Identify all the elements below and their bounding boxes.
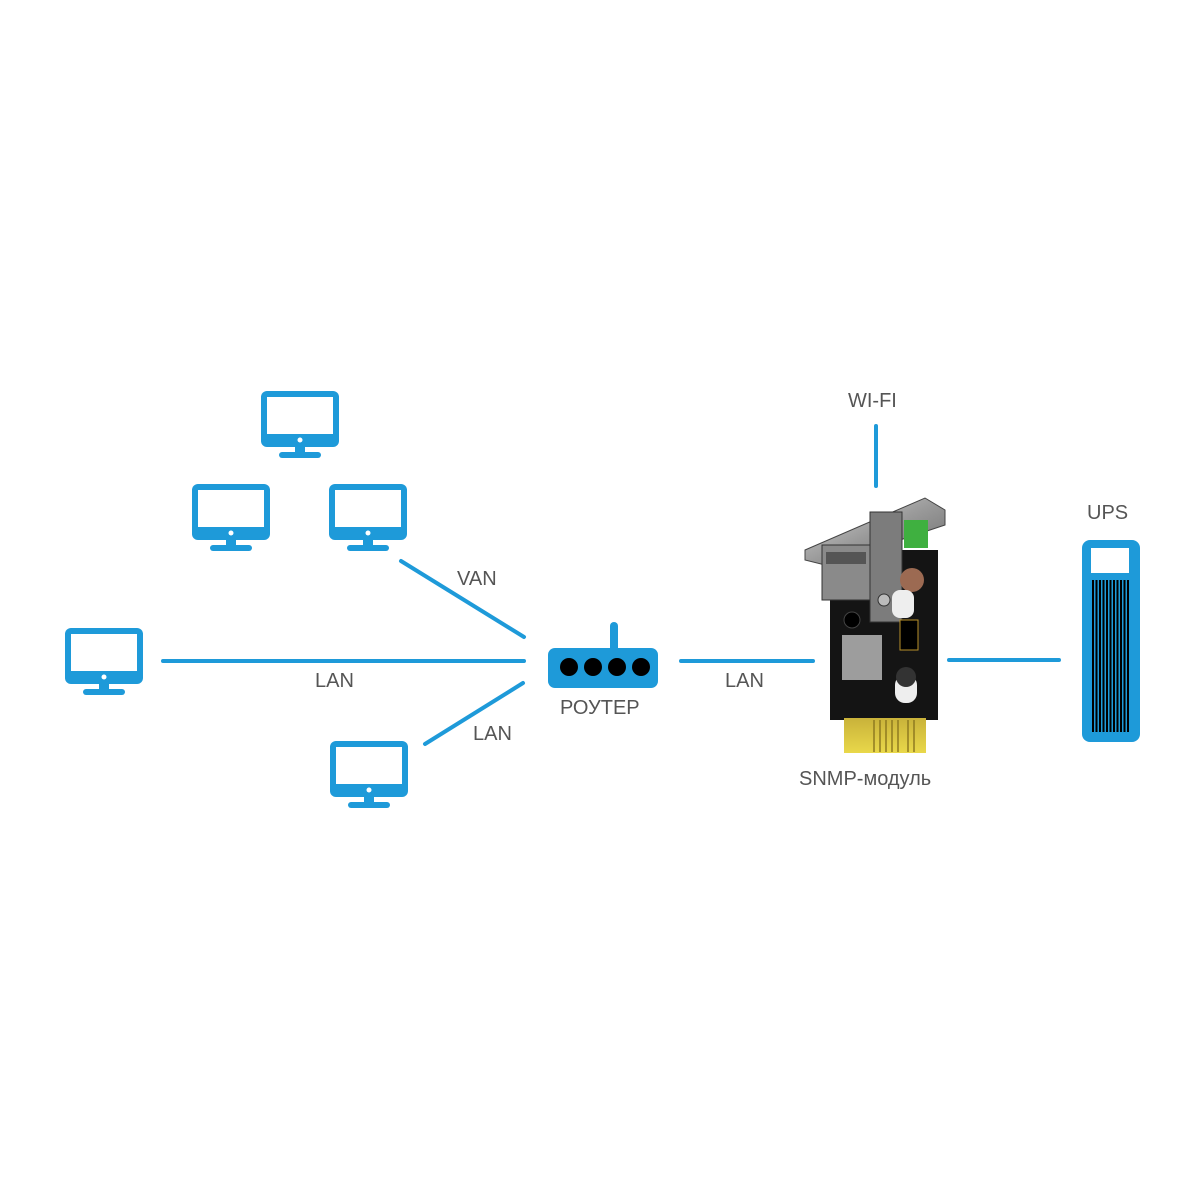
link-label-lan-left: LAN xyxy=(315,670,354,692)
monitor-icon xyxy=(65,628,143,695)
snmp-module-label: SNMP-модуль xyxy=(799,768,932,790)
ups-stripe xyxy=(1116,580,1119,732)
snmp-module-image xyxy=(804,497,946,753)
monitor-icon xyxy=(261,391,339,458)
ups-icon xyxy=(1082,540,1140,742)
ups-stripe xyxy=(1127,580,1129,732)
ups-label: UPS xyxy=(1087,502,1129,524)
link-lan-bottom xyxy=(423,681,525,746)
ups-stripe xyxy=(1092,580,1094,732)
wifi-label: WI-FI xyxy=(848,390,897,412)
link-van xyxy=(399,559,526,639)
ups-stripe xyxy=(1102,580,1105,732)
ups-stripe xyxy=(1123,580,1126,732)
ups-stripe xyxy=(1106,580,1108,732)
link-label-lan-router-module: LAN xyxy=(725,670,764,692)
router-label: РОУТЕР xyxy=(560,697,640,719)
link-label-lan-bottom: LAN xyxy=(473,723,512,745)
monitor-icon xyxy=(330,741,408,808)
monitor-icon xyxy=(192,484,270,551)
monitor-icon xyxy=(329,484,407,551)
link-label-van: VAN xyxy=(457,568,497,590)
ups-stripe xyxy=(1113,580,1115,732)
ups-stripe xyxy=(1099,580,1101,732)
ups-stripe xyxy=(1120,580,1122,732)
ups-stripe xyxy=(1095,580,1098,732)
ups-stripe xyxy=(1109,580,1112,732)
router-icon xyxy=(548,622,658,688)
